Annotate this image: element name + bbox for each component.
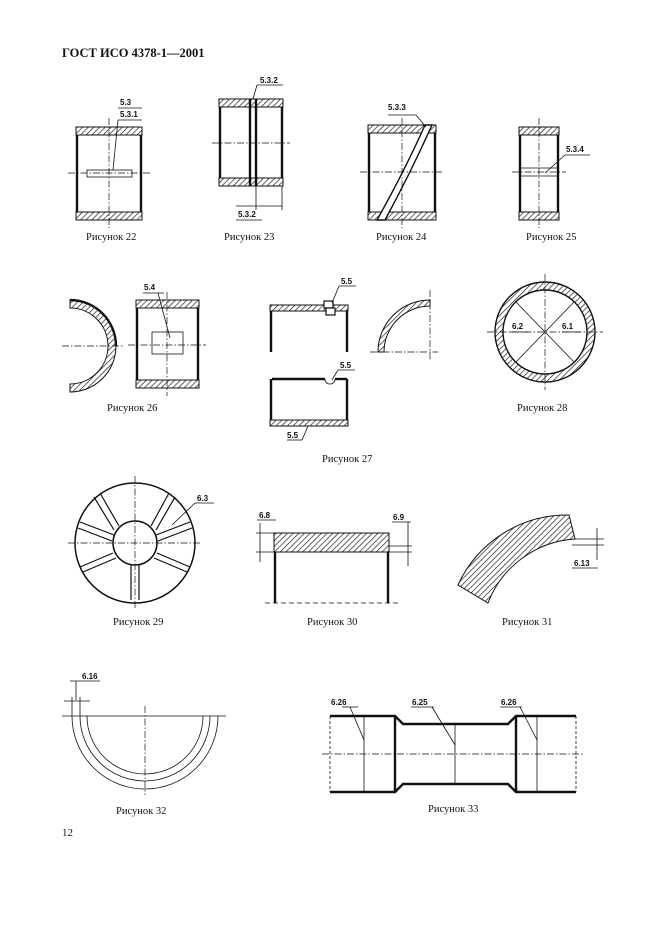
label-5-3-2-top: 5.3.2 — [260, 76, 278, 85]
label-6-26-right: 6.26 — [501, 698, 517, 707]
figure-30: 6.8 6.9 Рисунок 30 — [256, 511, 412, 628]
figure-26: 5.4 Рисунок 26 — [62, 283, 206, 414]
figure-29: 6.3 Рисунок 29 — [68, 476, 214, 628]
caption-figure-22: Рисунок 22 — [86, 232, 136, 243]
label-6-9: 6.9 — [393, 513, 405, 522]
label-6-8: 6.8 — [259, 511, 271, 520]
caption-figure-23: Рисунок 23 — [224, 232, 274, 243]
figure-25: 5.3.4 Рисунок 25 — [512, 118, 590, 243]
label-6-13: 6.13 — [574, 559, 590, 568]
figure-24: 5.3.3 Рисунок 24 — [360, 103, 444, 243]
figure-23: 5.3.2 5.3.2 Рисунок 23 — [212, 76, 290, 243]
document-header: ГОСТ ИСО 4378-1—2001 — [62, 46, 205, 60]
figure-32: 6.16 Рисунок 32 — [62, 672, 226, 817]
caption-figure-26: Рисунок 26 — [107, 403, 157, 414]
caption-figure-28: Рисунок 28 — [517, 403, 567, 414]
label-6-2: 6.2 — [512, 322, 524, 331]
label-6-3: 6.3 — [197, 494, 209, 503]
page-number: 12 — [62, 827, 73, 839]
label-5-3-3: 5.3.3 — [388, 103, 406, 112]
caption-figure-25: Рисунок 25 — [526, 232, 576, 243]
label-6-26-left: 6.26 — [331, 698, 347, 707]
label-5-4: 5.4 — [144, 283, 156, 292]
caption-figure-31: Рисунок 31 — [502, 617, 552, 628]
caption-figure-30: Рисунок 30 — [307, 617, 357, 628]
caption-figure-27: Рисунок 27 — [322, 454, 372, 465]
figure-31: 6.13 Рисунок 31 — [457, 514, 604, 628]
caption-figure-24: Рисунок 24 — [376, 232, 427, 243]
label-6-16: 6.16 — [82, 672, 98, 681]
label-5-3-2-bottom: 5.3.2 — [238, 210, 256, 219]
figure-28: 6.2 6.1 Рисунок 28 — [487, 274, 603, 414]
caption-figure-33: Рисунок 33 — [428, 804, 478, 815]
caption-figure-29: Рисунок 29 — [113, 617, 163, 628]
label-6-1: 6.1 — [562, 322, 574, 331]
figure-33: 6.26 6.25 6.26 Рисунок 33 — [322, 698, 584, 815]
figure-27: 5.5 5.5 5.5 Рисунок 27 — [269, 277, 438, 465]
label-5-3-4: 5.3.4 — [566, 145, 584, 154]
label-5-3-1: 5.3.1 — [120, 110, 138, 119]
label-5-3: 5.3 — [120, 98, 132, 107]
figure-22: 5.3 5.3.1 Рисунок 22 — [68, 98, 150, 243]
label-5-5-bottom: 5.5 — [287, 431, 299, 440]
label-5-5-top: 5.5 — [341, 277, 353, 286]
label-6-25: 6.25 — [412, 698, 428, 707]
caption-figure-32: Рисунок 32 — [116, 806, 166, 817]
label-5-5-middle: 5.5 — [340, 361, 352, 370]
